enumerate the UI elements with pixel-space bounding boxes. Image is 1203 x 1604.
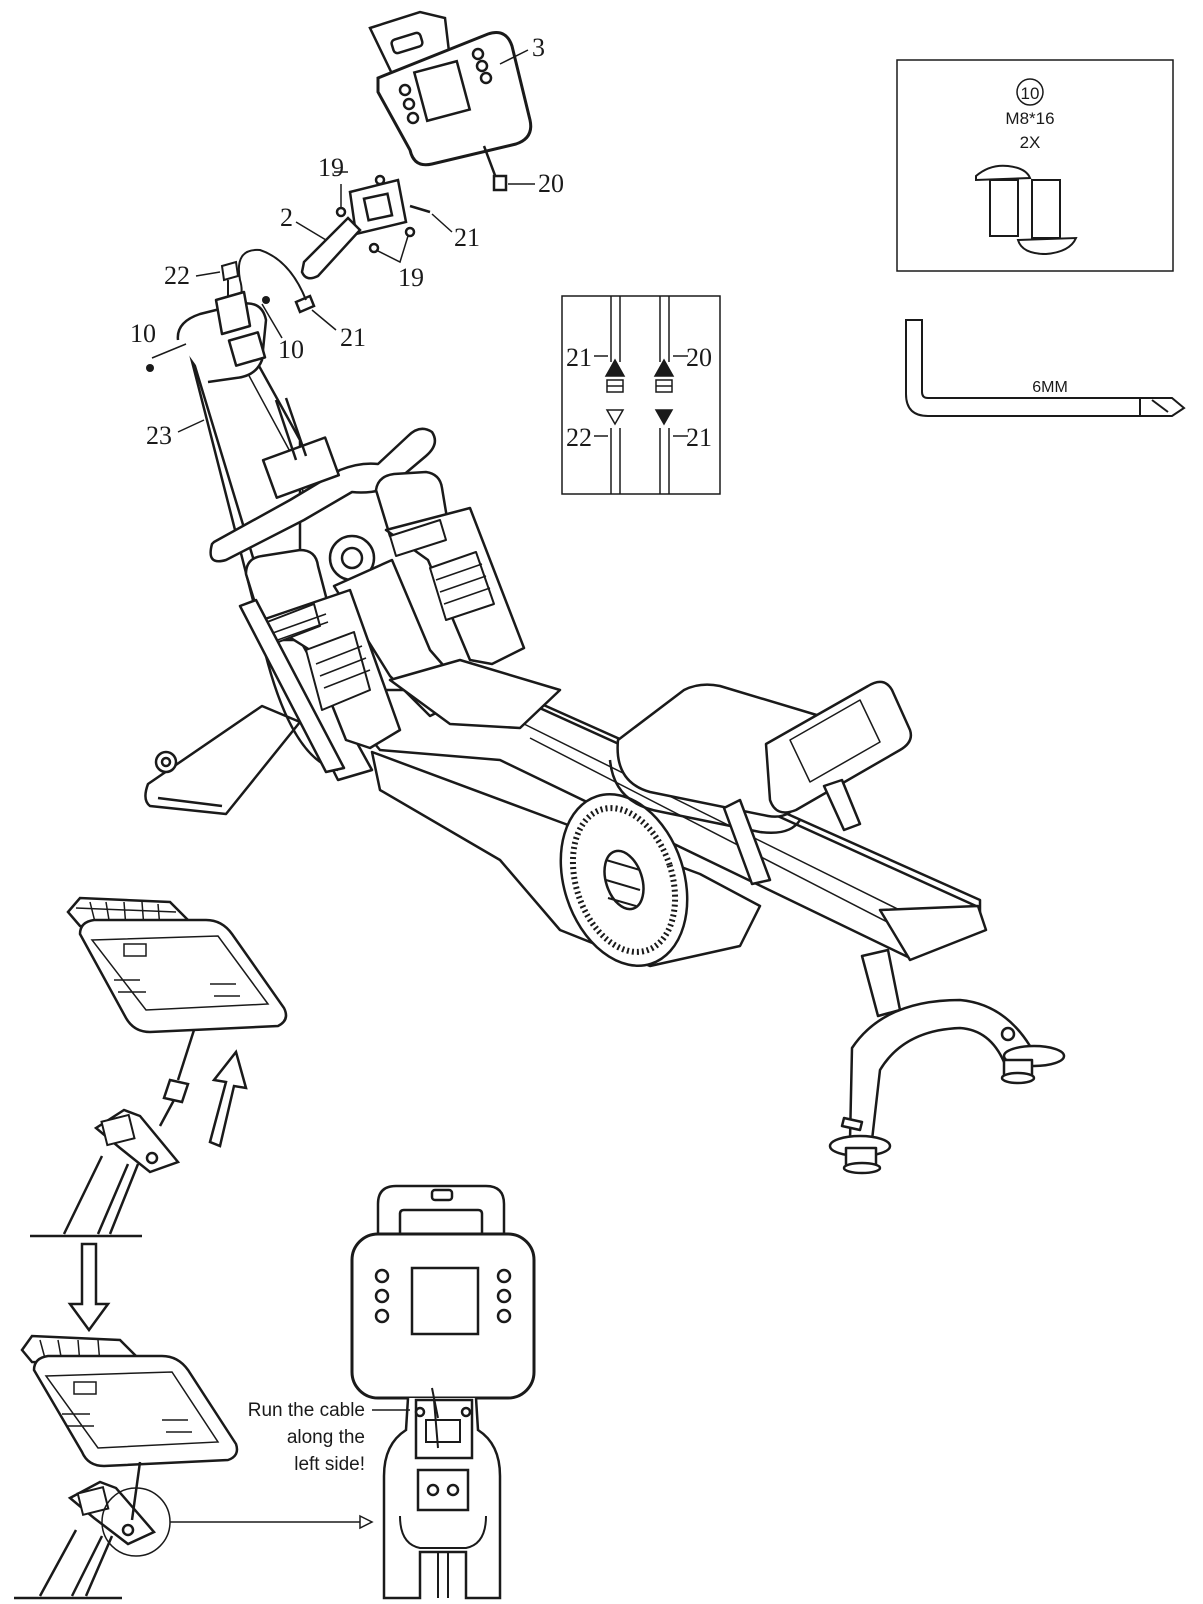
- zoom-arrow-head: [359, 1514, 374, 1530]
- callout-22: 22: [164, 261, 190, 290]
- instruction-line-1: Run the cable: [248, 1400, 365, 1421]
- part-number-circle: [1016, 78, 1044, 106]
- bolt-icon: [975, 164, 1078, 256]
- callout-3: 3: [532, 33, 545, 62]
- hardware-spec: M8*16: [1005, 109, 1054, 128]
- connector-label-22: 22: [566, 423, 592, 452]
- callout-2: 2: [280, 203, 293, 232]
- callout-10-right: 10: [278, 335, 304, 364]
- instruction-line-2: along the: [287, 1427, 365, 1448]
- callout-20-top: 20: [538, 169, 564, 198]
- hardware-quantity: 2X: [1020, 133, 1041, 152]
- console-bracket: [294, 174, 431, 314]
- console-attach-step2: [14, 1334, 239, 1600]
- hardware-box: 10 M8*16 2X: [896, 59, 1174, 272]
- connector-label-21-bottom: 21: [686, 423, 712, 452]
- instruction-line-3: left side!: [294, 1454, 365, 1475]
- connector-label-21-top: 21: [566, 343, 592, 372]
- callout-21-bracket: 21: [454, 223, 480, 252]
- hardware-part-number: 10: [1021, 84, 1040, 103]
- callout-10-left: 10: [130, 319, 156, 348]
- connector-detail-box: 21 20 22 21: [561, 295, 721, 495]
- callout-19-bottom: 19: [398, 263, 424, 292]
- callout-21-mid: 21: [340, 323, 366, 352]
- allen-key-tool: [905, 319, 1186, 417]
- connector-label-20: 20: [686, 343, 712, 372]
- callout-19-top: 19: [318, 153, 344, 182]
- callout-23: 23: [146, 421, 172, 450]
- rowing-machine: [144, 290, 1066, 1175]
- tool-size-label: 6MM: [1032, 379, 1068, 396]
- console-top: [368, 10, 533, 192]
- console-attach-step1: [30, 896, 288, 1333]
- leader-3: [499, 49, 529, 65]
- console-front-view: [350, 1184, 536, 1600]
